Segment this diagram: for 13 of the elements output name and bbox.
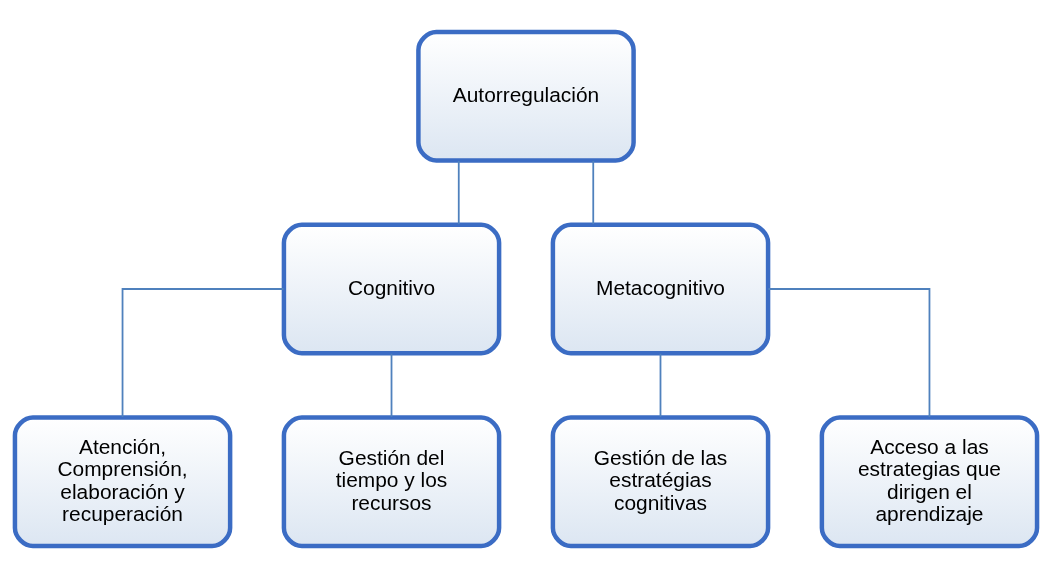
- connector: [121, 288, 285, 418]
- node-box: Autorregulación: [416, 29, 636, 163]
- connector: [767, 288, 931, 418]
- connector: [592, 160, 595, 225]
- node-box: Acceso a las estrategias que dirigen el aprendizaje: [819, 415, 1040, 549]
- connector: [457, 160, 460, 225]
- connector: [390, 352, 393, 418]
- node-box: Cognitivo: [281, 222, 502, 356]
- node-box: Metacognitivo: [550, 222, 771, 356]
- node-box: Atención, Comprensión, elaboración y recuperación: [12, 415, 233, 549]
- node-box: Gestión de las estratégias cognitivas: [550, 415, 771, 549]
- node-box: Gestión del tiempo y los recursos: [281, 415, 502, 549]
- connector: [659, 352, 662, 418]
